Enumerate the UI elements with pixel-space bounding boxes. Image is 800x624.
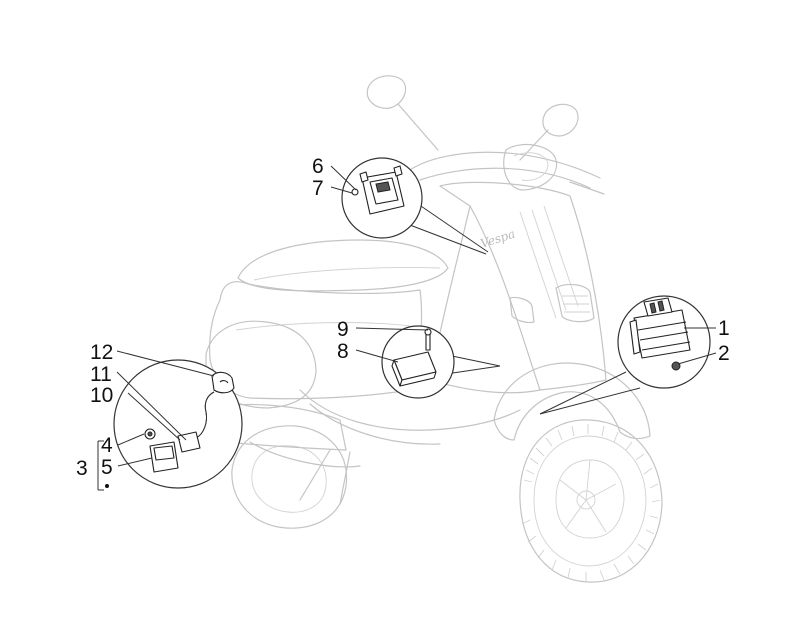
callout-regulator: [617, 295, 717, 389]
leader-wedges: [401, 203, 641, 415]
right-mirror: [542, 103, 579, 137]
front-wheel: [519, 419, 663, 583]
ref-number-12: 12: [90, 341, 113, 364]
front-fender: [493, 362, 651, 441]
ref-number-2: 2: [718, 342, 730, 365]
ref-number-1: 1: [718, 317, 730, 340]
left-mirror: [366, 75, 407, 109]
ref-number-6: 6: [312, 155, 324, 178]
callout-relay: [355, 325, 455, 399]
ref-number-8: 8: [337, 340, 349, 363]
headlight: [503, 143, 558, 191]
ref-number-5: 5: [101, 456, 113, 479]
rear-wheel: [231, 425, 348, 529]
ref-number-10: 10: [90, 384, 113, 407]
ref-number-3: 3: [76, 457, 88, 480]
scooter-silhouette: Vespa: [199, 75, 663, 583]
callout-ecu: [330, 157, 423, 239]
ref-number-4: 4: [101, 434, 113, 457]
seat: [237, 239, 449, 292]
brand-script: Vespa: [479, 227, 517, 251]
ref-number-9: 9: [337, 318, 349, 341]
callout-sensor: [97, 350, 243, 491]
ref-number-11: 11: [90, 363, 112, 386]
ref-number-7: 7: [312, 177, 324, 200]
reference-numbers: 1 2 3 4 5 6 7 8 9 10 11 12: [76, 155, 730, 480]
